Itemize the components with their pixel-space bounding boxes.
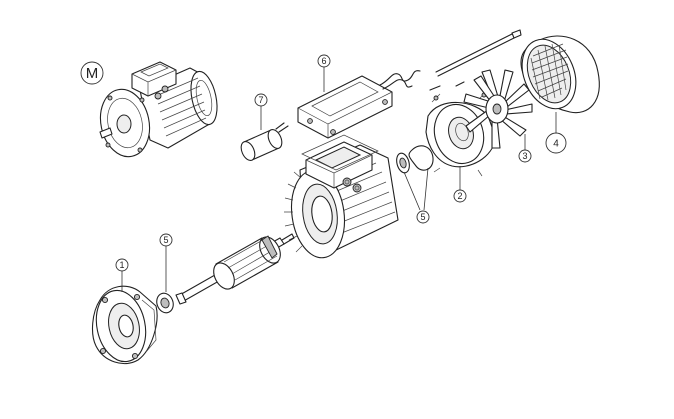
svg-text:4: 4 [553,139,559,150]
svg-text:7: 7 [258,95,263,105]
rear-end-shield [425,91,497,177]
callout-4: 4 [545,112,567,154]
rear-bearing [396,152,410,174]
fan-cover [520,35,600,114]
terminal-box-cover [297,70,421,139]
callout-6: 6 [317,54,331,92]
motor-symbol: M [80,61,104,85]
svg-text:6: 6 [321,56,326,66]
svg-text:3: 3 [522,151,527,161]
tie-rods [429,29,522,91]
svg-text:2: 2 [457,191,462,201]
assembled-motor-thumbnail [99,61,218,158]
svg-text:1: 1 [119,260,124,270]
motor-symbol-label: M [86,65,99,82]
svg-text:5: 5 [420,212,425,222]
callout-2: 2 [453,166,467,203]
rotor [175,233,295,305]
stator-housing [284,134,399,259]
callout-3: 3 [518,134,532,163]
front-bearing [156,292,174,314]
capacitor [240,122,289,162]
front-flange [91,285,158,364]
fan-cover-grille [530,43,569,101]
callout-7: 7 [254,93,268,130]
callout-4-highlight [545,132,567,154]
wave-washer [408,145,434,171]
cooling-fan [463,69,533,149]
svg-text:5: 5 [163,235,168,245]
callout-5-front: 5 [159,233,173,292]
callout-5-rear: 5 [403,167,430,224]
callout-1: 1 [115,258,129,292]
